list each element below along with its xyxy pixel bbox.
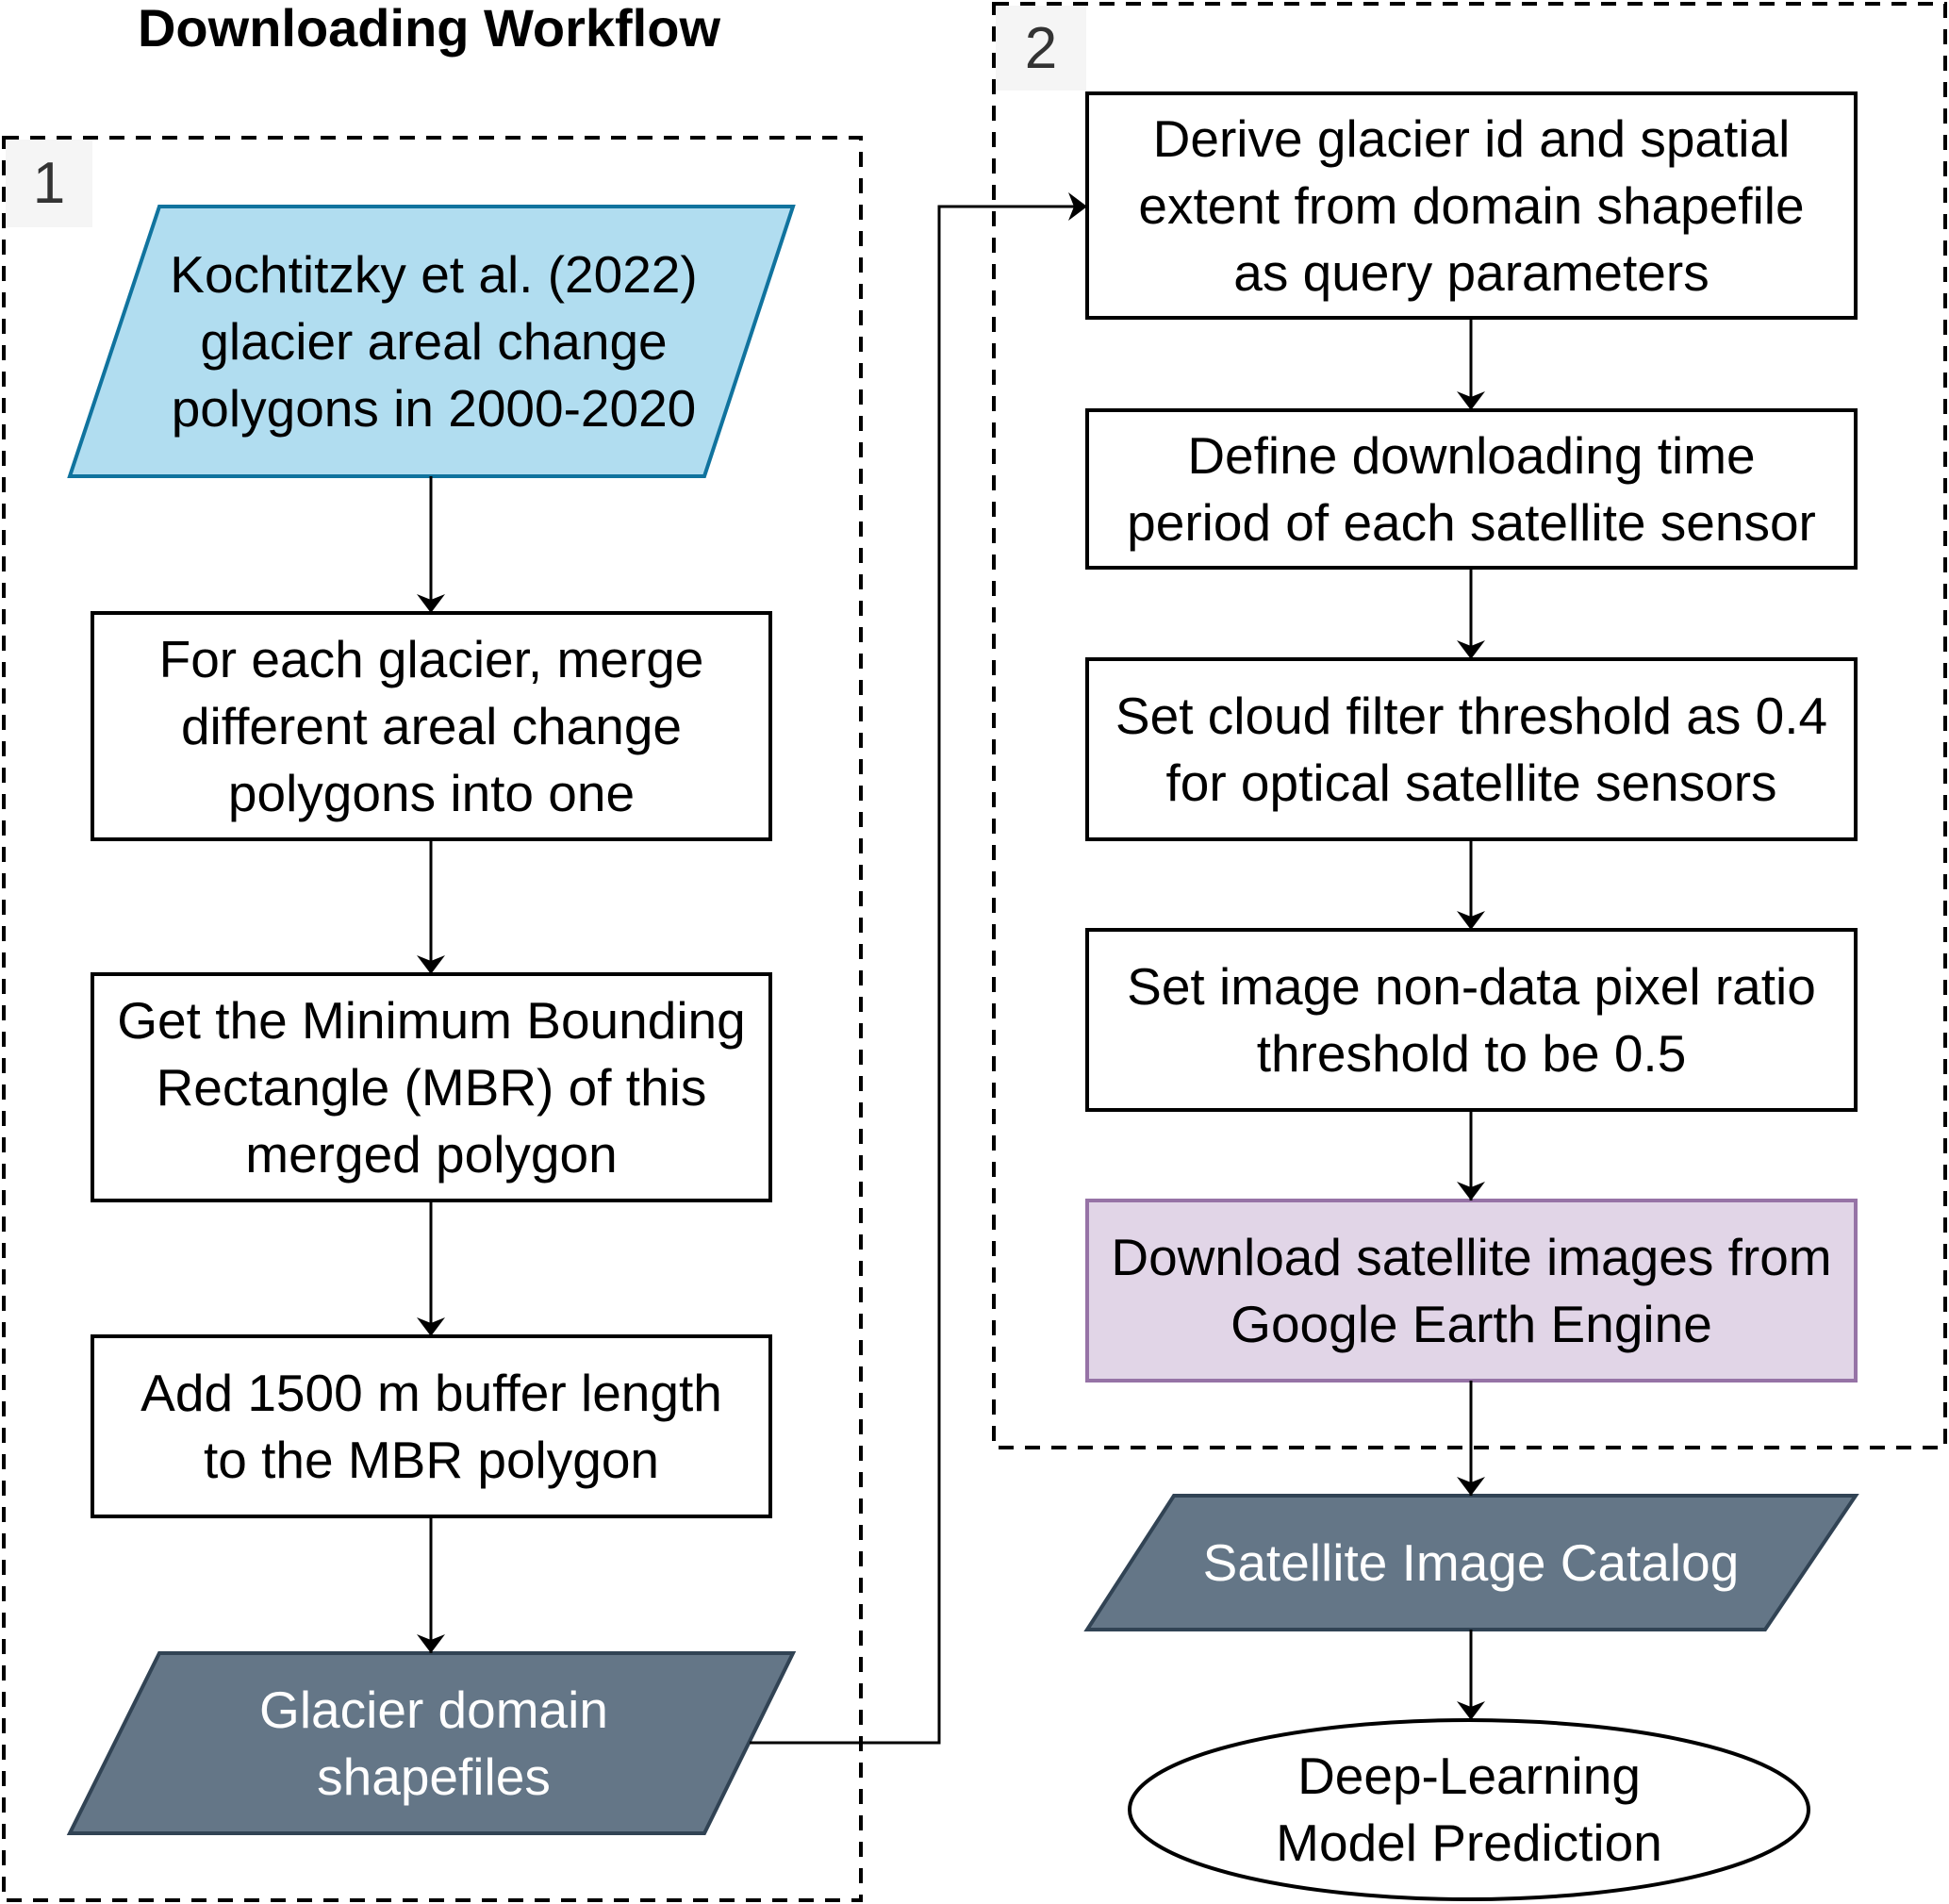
cloud-shape: [1085, 657, 1858, 841]
catalog-shape: [1083, 1494, 1859, 1631]
diagram-title: Downloading Workflow: [137, 0, 721, 58]
group-2-container: [992, 2, 1947, 1449]
domain-shape: [66, 1651, 797, 1835]
source-shape: [67, 205, 796, 478]
catalog-label: Satellite Image Catalog: [1202, 1532, 1740, 1592]
derive-label: Derive glacier id and spatial extent fro…: [1138, 108, 1805, 302]
period-label: Define downloading time period of each s…: [1127, 425, 1816, 552]
nodata-shape: [1085, 928, 1858, 1112]
group-1-label: 1: [6, 140, 92, 227]
buffer-label: Add 1500 m buffer length to the MBR poly…: [140, 1363, 722, 1489]
group-2-label: 2: [996, 6, 1086, 91]
prediction-shape: [1128, 1718, 1810, 1901]
cloud-label: Set cloud filter threshold as 0.4 for op…: [1115, 686, 1828, 812]
gee-label: Download satellite images from Google Ea…: [1111, 1227, 1832, 1353]
mbr-label: Get the Minimum Bounding Rectangle (MBR)…: [117, 990, 746, 1184]
mbr-shape: [91, 972, 772, 1202]
source-label: Kochtitzky et al. (2022) glacier areal c…: [170, 244, 698, 438]
nodata-label: Set image non-data pixel ratio threshold…: [1127, 956, 1816, 1083]
prediction-label: Deep-Learning Model Prediction: [1276, 1747, 1662, 1872]
domain-label: Glacier domain shapefiles: [259, 1680, 608, 1806]
merge-label: For each glacier, merge different areal …: [158, 629, 704, 822]
merge-shape: [91, 611, 772, 841]
edge-domain-derive: [750, 192, 1087, 1745]
gee-shape: [1085, 1199, 1858, 1382]
group-1-container: [2, 136, 863, 1902]
